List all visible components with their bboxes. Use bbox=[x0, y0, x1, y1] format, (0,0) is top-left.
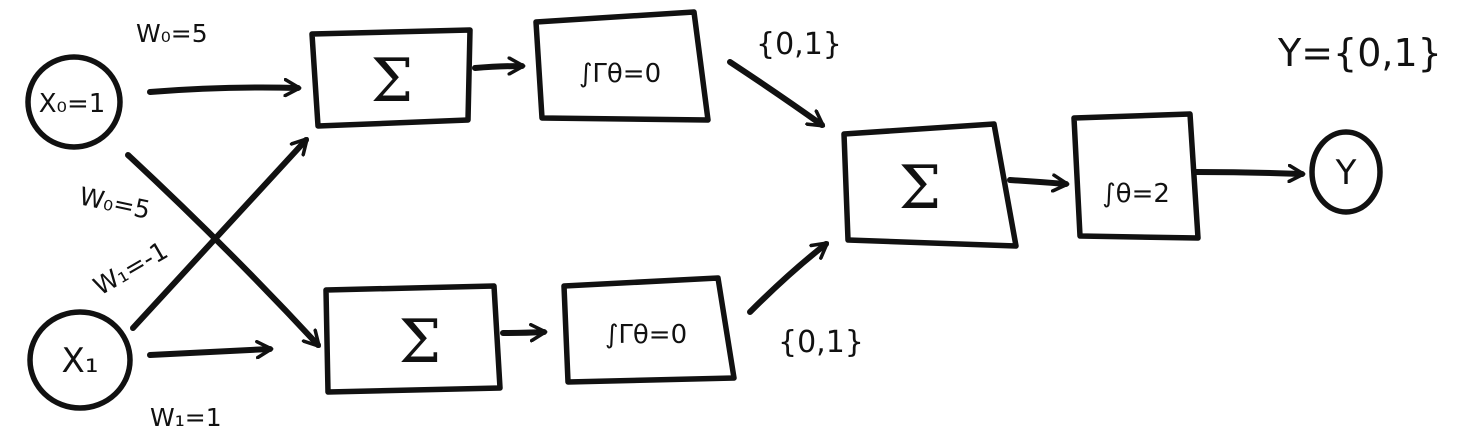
summation-box-lower: Σ bbox=[323, 283, 503, 395]
output-range-label: Y={0,1} bbox=[1277, 31, 1442, 75]
input-node-x0-label: X₀=1 bbox=[39, 89, 106, 119]
weight-label-x1-lower: W₁=1 bbox=[150, 403, 222, 432]
summation-symbol-upper: Σ bbox=[371, 46, 413, 116]
edge-lower-activation-to-output-sum bbox=[747, 241, 826, 315]
edge-x0-to-upper-sum bbox=[147, 88, 298, 93]
hidden-output-set-upper: {0,1} bbox=[756, 27, 842, 62]
output-node-y: Y bbox=[1309, 129, 1383, 215]
edge-x1-to-upper-sum bbox=[130, 137, 309, 331]
summation-symbol-output: Σ bbox=[899, 153, 941, 223]
input-node-x1-label: X₁ bbox=[62, 341, 99, 381]
activation-label-upper: ∫Γθ=0 bbox=[579, 59, 661, 89]
hidden-output-set-lower: {0,1} bbox=[778, 325, 864, 360]
summation-box-upper: Σ bbox=[309, 27, 473, 129]
input-node-x0: X₀=1 bbox=[25, 54, 123, 150]
edge-x0-to-lower-sum bbox=[125, 152, 321, 348]
activation-box-output: ∫θ=2 bbox=[1071, 111, 1201, 241]
edge-activation-to-output-node bbox=[1193, 172, 1302, 174]
activation-label-output: ∫θ=2 bbox=[1102, 179, 1170, 209]
weight-label-x1-upper: W₁=-1 bbox=[89, 236, 173, 301]
edge-lower-sum-to-activation bbox=[500, 332, 544, 333]
activation-label-lower: ∫Γθ=0 bbox=[605, 320, 687, 350]
summation-box-output: Σ bbox=[841, 121, 1019, 249]
activation-box-upper: ∫Γθ=0 bbox=[533, 9, 711, 123]
weight-label-x0-lower: W₀=5 bbox=[77, 182, 153, 225]
edge-x1-to-lower-sum bbox=[147, 349, 270, 355]
edge-upper-activation-to-output-sum bbox=[727, 59, 822, 128]
output-node-y-label: Y bbox=[1335, 153, 1357, 193]
activation-box-lower: ∫Γθ=0 bbox=[561, 275, 737, 385]
edge-upper-sum-to-activation bbox=[472, 66, 522, 68]
input-node-x1: X₁ bbox=[27, 309, 133, 411]
summation-symbol-lower: Σ bbox=[399, 307, 441, 377]
weight-label-x0-upper: W₀=5 bbox=[136, 19, 208, 48]
edge-output-sum-to-activation bbox=[1007, 180, 1066, 184]
